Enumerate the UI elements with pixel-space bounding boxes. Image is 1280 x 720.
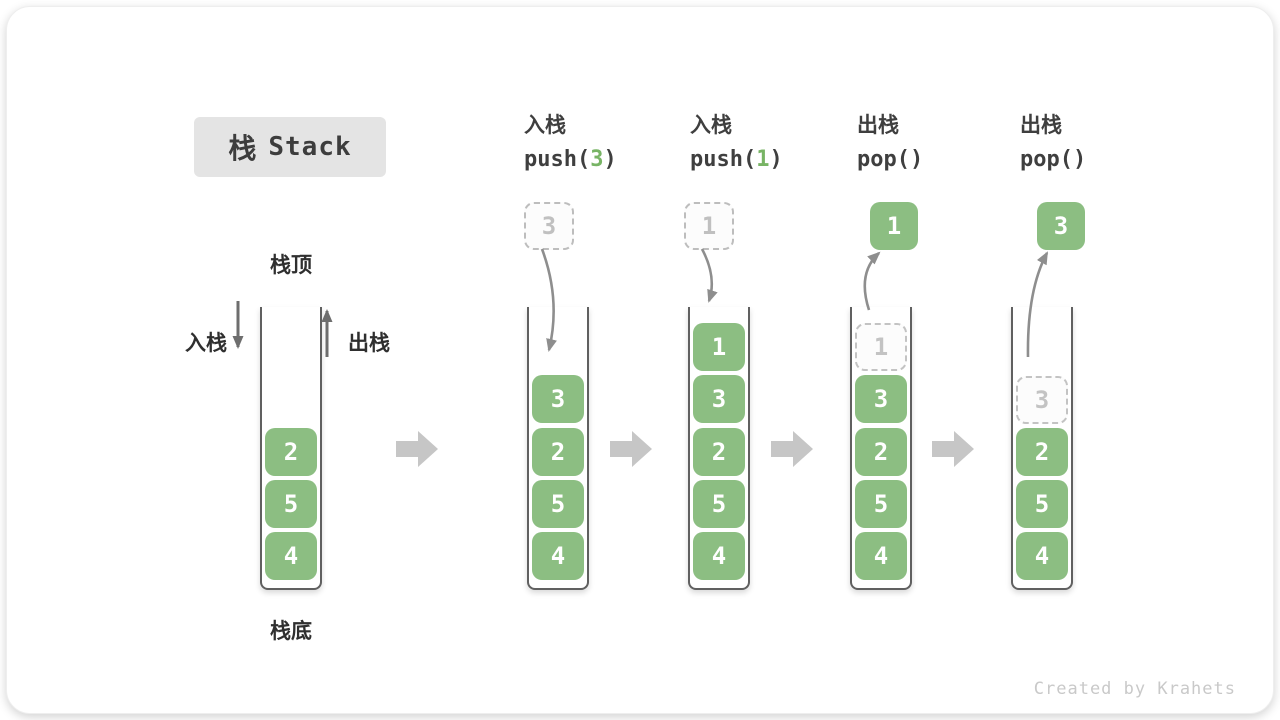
stack-cell: 4: [532, 532, 584, 580]
code-fn: push(: [690, 147, 757, 172]
stack-cell: 2: [1016, 428, 1068, 476]
code-arg: 3: [590, 147, 604, 172]
stack-container-initial: 2 5 4: [260, 307, 322, 590]
op-header-push-1: 入栈 push(1): [690, 111, 783, 174]
ghost-cell: 3: [1016, 376, 1068, 424]
op-code: pop(): [1020, 146, 1086, 174]
stack-cell: 4: [265, 532, 317, 580]
incoming-value-box: 3: [524, 202, 574, 250]
stack-bottom-label: 栈底: [270, 620, 312, 643]
title-zh: 栈: [228, 133, 257, 164]
pop-side-label: 出栈: [348, 332, 390, 355]
credit-text: Created by Krahets: [1033, 679, 1236, 699]
op-code: push(1): [690, 146, 783, 174]
op-header-pop-2: 出栈 pop(): [1020, 111, 1086, 174]
stack-cell: 3: [693, 375, 745, 423]
stack-cell: 5: [532, 480, 584, 528]
op-label: 出栈: [857, 114, 899, 137]
code-close: ): [603, 147, 617, 172]
op-header-pop-1: 出栈 pop(): [857, 111, 923, 174]
op-header-push-3: 入栈 push(3): [524, 111, 617, 174]
stack-cell: 5: [693, 480, 745, 528]
op-code: pop(): [857, 146, 923, 174]
stack-cell: 2: [693, 428, 745, 476]
incoming-value-box: 1: [684, 202, 734, 250]
op-code: push(3): [524, 146, 617, 174]
stack-container-pop-1: 1 3 2 5 4: [850, 307, 912, 590]
op-label: 入栈: [524, 114, 566, 137]
stack-cell: 3: [855, 375, 907, 423]
code-arg: 1: [756, 147, 770, 172]
code-close: ): [1072, 147, 1087, 172]
ghost-cell: 1: [855, 323, 907, 371]
code-close: ): [909, 147, 924, 172]
stack-container-push-3: 3 2 5 4: [527, 307, 589, 590]
stack-cell: 4: [693, 532, 745, 580]
stack-cell: 2: [855, 428, 907, 476]
popped-value-box: 1: [870, 202, 918, 250]
op-label: 出栈: [1020, 114, 1062, 137]
code-close: ): [769, 147, 783, 172]
popped-value-box: 3: [1037, 202, 1085, 250]
stack-cell: 4: [855, 532, 907, 580]
stack-cell: 2: [532, 428, 584, 476]
stack-top-label: 栈顶: [270, 254, 312, 277]
push-side-label: 入栈: [185, 332, 227, 355]
code-fn: pop(: [1020, 147, 1073, 172]
stack-cell: 3: [532, 375, 584, 423]
stack-container-pop-2: 3 2 5 4: [1011, 307, 1073, 590]
code-fn: push(: [524, 147, 591, 172]
stack-cell: 5: [1016, 480, 1068, 528]
stack-cell: 5: [855, 480, 907, 528]
op-label: 入栈: [690, 114, 732, 137]
title-en: Stack: [268, 132, 352, 162]
stack-container-push-1: 1 3 2 5 4: [688, 307, 750, 590]
stack-cell: 4: [1016, 532, 1068, 580]
stack-cell: 1: [693, 323, 745, 371]
title-box: 栈 Stack: [194, 117, 386, 177]
stack-cell: 2: [265, 428, 317, 476]
diagram-card: 栈 Stack 入栈 push(3) 入栈 push(1) 出栈 pop() 出…: [6, 6, 1274, 714]
stack-cell: 5: [265, 480, 317, 528]
code-fn: pop(: [857, 147, 910, 172]
